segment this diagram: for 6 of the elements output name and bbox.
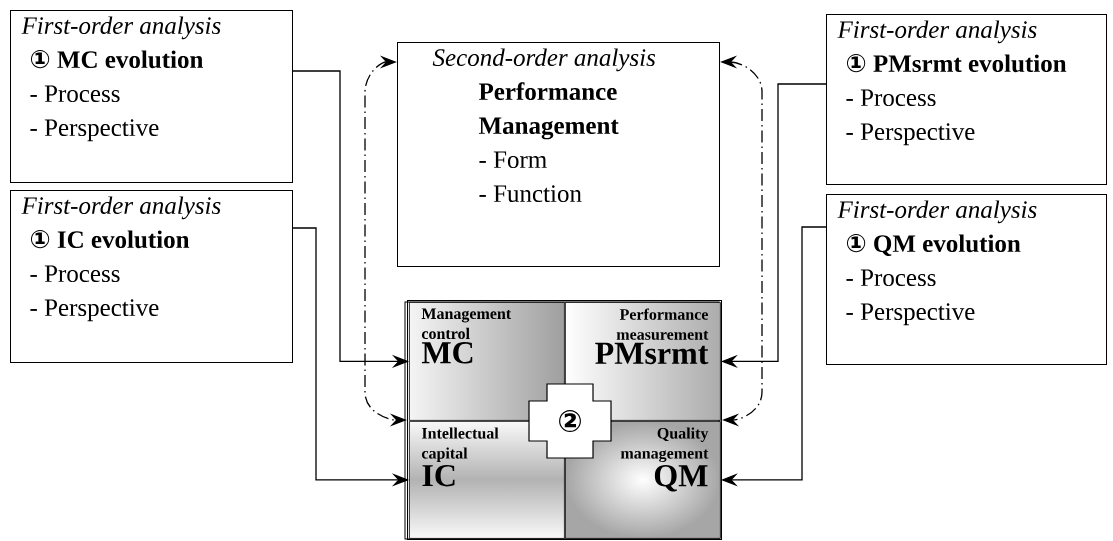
- analysis-box: First-order analysis ① QM evolution - Process - Perspective: [826, 194, 1107, 365]
- matrix-frame: [404, 300, 722, 540]
- analysis-box: First-order analysis ① IC evolution - Process - Perspective: [10, 190, 293, 363]
- analysis-box: Second-order analysis Performance Management - Form - Function: [397, 42, 720, 267]
- analysis-box: First-order analysis ① PMsrmt evolution - Process - Perspective: [826, 14, 1107, 185]
- analysis-box: First-order analysis ① MC evolution - Process - Perspective: [10, 10, 293, 183]
